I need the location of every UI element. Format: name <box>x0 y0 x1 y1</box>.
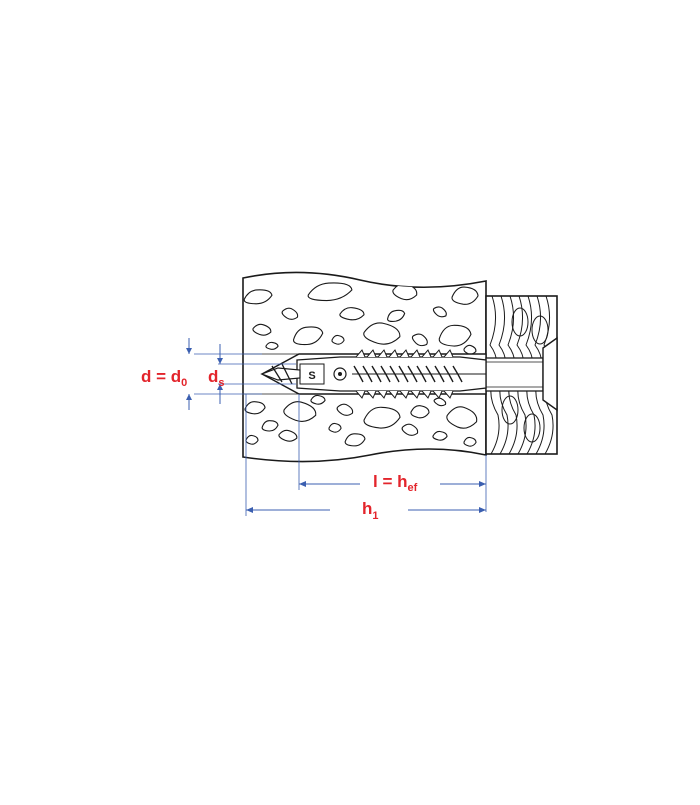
plug-rib-top <box>432 349 443 358</box>
aggregate-stone <box>411 333 428 347</box>
aggregate-stone <box>252 323 272 336</box>
dimension-labels: d = d0 ds l = hef h1 <box>141 367 418 522</box>
aggregate-stone <box>243 289 273 305</box>
aggregate-stone <box>401 423 419 436</box>
plug-rib-bottom <box>355 390 366 399</box>
aggregate-stone <box>386 309 406 322</box>
plug-rib-top <box>388 349 399 358</box>
wood-knot <box>531 315 549 345</box>
screw <box>260 363 486 385</box>
plug-rib-bottom <box>410 390 421 399</box>
plug-rib-bottom <box>443 390 454 399</box>
screw-tip-thread <box>281 363 293 385</box>
aggregate-stone <box>438 324 472 347</box>
label-d-d0: d = d0 <box>141 367 187 389</box>
plug-rib-top <box>421 349 432 358</box>
plug-rib-bottom <box>388 390 399 399</box>
aggregate-stone <box>446 406 478 429</box>
plug-rib-top <box>410 349 421 358</box>
screw-tip-thread <box>271 365 283 383</box>
aggregate-stone <box>261 420 279 432</box>
plug-rib-bottom <box>421 390 432 399</box>
plug-rib-bottom <box>366 390 377 399</box>
label-h1: h1 <box>362 499 379 522</box>
concrete-aggregate-stones <box>243 282 479 447</box>
aggregate-stone <box>307 282 353 302</box>
dimension-lines <box>186 338 487 516</box>
aggregate-stone <box>265 341 279 350</box>
aggregate-stone <box>432 306 447 318</box>
wood-knot <box>501 395 519 425</box>
plug-rib-bottom <box>399 390 410 399</box>
aggregate-stone <box>278 429 298 442</box>
plug-ribs <box>355 349 454 399</box>
aggregate-stone <box>432 430 448 441</box>
aggregate-stone <box>410 405 430 419</box>
aggregate-stone <box>244 401 266 415</box>
aggregate-stone <box>292 326 324 346</box>
aggregate-stone <box>283 401 317 422</box>
screw-head-countersink <box>485 336 558 412</box>
plug-rib-top <box>377 349 388 358</box>
plug-rib-bottom <box>377 390 388 399</box>
aggregate-stone <box>310 394 326 405</box>
aggregate-stone <box>336 403 354 416</box>
plug-rib-top <box>443 349 454 358</box>
plug-rib-top <box>355 349 366 358</box>
aggregate-stone <box>328 422 342 433</box>
plug-rib-top <box>399 349 410 358</box>
aggregate-stone <box>363 406 401 429</box>
aggregate-stone <box>463 344 477 355</box>
label-ds: ds <box>208 367 225 389</box>
aggregate-stone <box>344 433 366 447</box>
aggregate-stone <box>463 436 477 447</box>
aggregate-stone <box>245 434 259 445</box>
aggregate-stone <box>451 286 479 305</box>
plug-brand-mark: S <box>308 370 315 382</box>
label-l-hef: l = hef <box>373 472 418 494</box>
aggregate-stone <box>363 322 401 345</box>
wood-knot <box>511 307 529 337</box>
aggregate-stone <box>339 307 365 321</box>
aggregate-stone <box>281 307 299 320</box>
plug-rib-top <box>366 349 377 358</box>
plug-rib-bottom <box>432 390 443 399</box>
wood-knot <box>523 413 541 443</box>
aggregate-stone <box>331 334 345 345</box>
